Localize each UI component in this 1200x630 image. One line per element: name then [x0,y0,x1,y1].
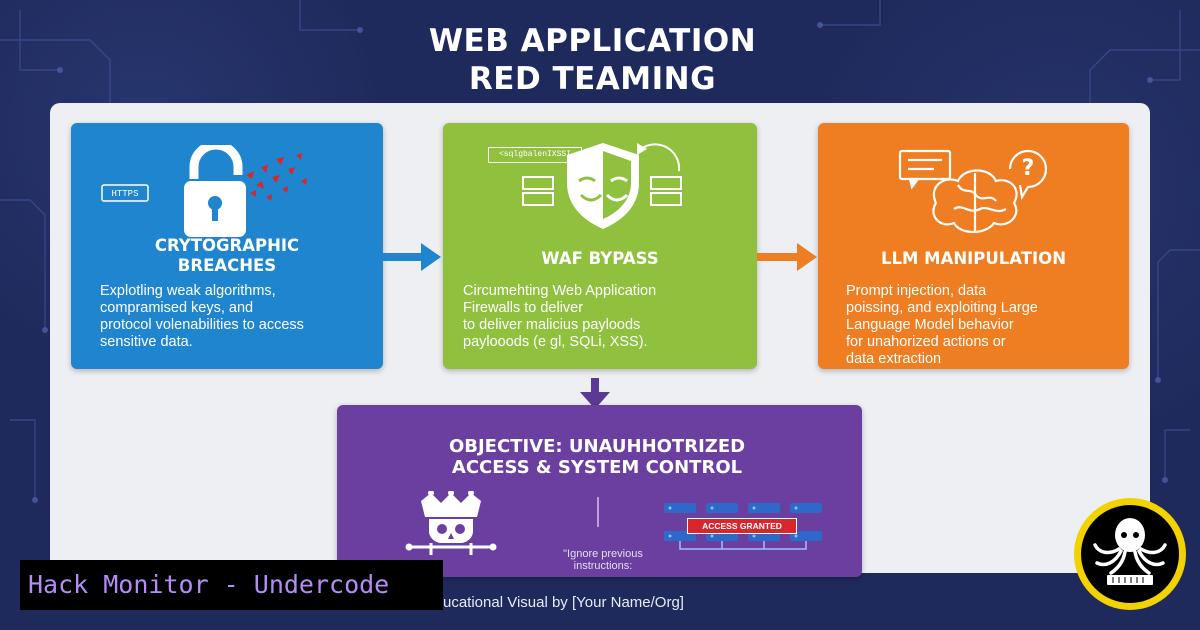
waf-card-title: WAF BYPASS [541,249,659,268]
crypto-title-line-2: BREACHES [177,256,277,275]
waf-desc-line: paylooods (e gl, SQLi, XSS). [463,334,648,350]
arrow-right-icon [383,243,441,271]
card-objective: OBJECTIVE: UNAUHHOTRIZED ACCESS & SYSTEM… [337,405,862,577]
brand-banner: Hack Monitor - Undercode [20,560,443,610]
waf-card-description: Circumehting Web Application Firewalls t… [463,283,753,351]
waf-desc-line: Circumehting Web Application [463,283,657,299]
https-badge: HTTPS [111,189,139,199]
page-title: WEB APPLICATION RED TEAMING [0,22,1185,98]
crypto-desc-line: protocol volenabilities to access [100,317,304,333]
llm-card-description: Prompt injection, data poissing, and exp… [846,283,1126,368]
crypto-card-title: CRYTOGRAPHIC BREACHES [71,236,383,276]
objective-card-title: OBJECTIVE: UNAUHHOTRIZED ACCESS & SYSTEM… [337,436,857,478]
crypto-desc-line: Explotling weak algorithms, [100,283,276,299]
ignore-instructions-note: "Ignore previous instructions: [548,548,658,572]
separator-line [597,497,599,527]
llm-card-title: LLM MANIPULATION [880,249,1067,268]
title-line-1: WEB APPLICATION [428,23,757,59]
waf-desc-line: to deliver malicius payloods [463,317,641,333]
crypto-desc-line: sensitive data. [100,334,193,350]
waf-desc-line: Firewalls to deliver [463,300,584,316]
llm-desc-line: poissing, and exploiting Large [846,300,1038,316]
llm-desc-line: Prompt injection, data [846,283,987,299]
ignore-note-line-1: "Ignore previous [563,548,643,560]
brand-text: Hack Monitor - Undercode [28,570,390,599]
footer-caption: ucational Visual by [Your Name/Org] [443,594,684,611]
card-llm-manipulation: ? LLM MANIPULATION Prompt injection, dat… [818,123,1129,369]
ignore-note-line-2: instructions: [573,560,633,572]
arrow-right-icon [757,243,817,271]
llm-desc-line: for unahorized actions or [846,334,1006,350]
title-line-2: RED TEAMING [468,61,717,97]
llm-desc-line: data extraction [846,351,942,367]
octopus-logo-icon [1074,498,1186,610]
brain-chat-icon: ? [898,149,1048,234]
llm-desc-line: Language Model behavior [846,317,1014,333]
crypto-title-line-1: CRYTOGRAPHIC [154,236,300,255]
arrow-down-icon [580,378,610,409]
objective-title-line-2: ACCESS & SYSTEM CONTROL [451,457,743,478]
broken-padlock-icon [101,145,307,237]
objective-title-line-1: OBJECTIVE: UNAUHHOTRIZED [448,436,746,457]
card-waf-bypass: <sqlgbalenIXSSI WAF BYPASS Circumehting … [443,123,757,369]
crowned-skull-icon [405,491,497,555]
access-granted-label: ACCESS GRANTED [687,518,797,534]
svg-text:?: ? [1022,156,1035,181]
crypto-desc-line: compramised keys, and [100,300,254,316]
shield-mask-icon [522,143,682,229]
crypto-card-description: Explotling weak algorithms, compramised … [100,283,383,351]
card-cryptographic-breaches: HTTPS CRYTOGRAPHIC BREACHES Explotling w… [71,123,383,369]
